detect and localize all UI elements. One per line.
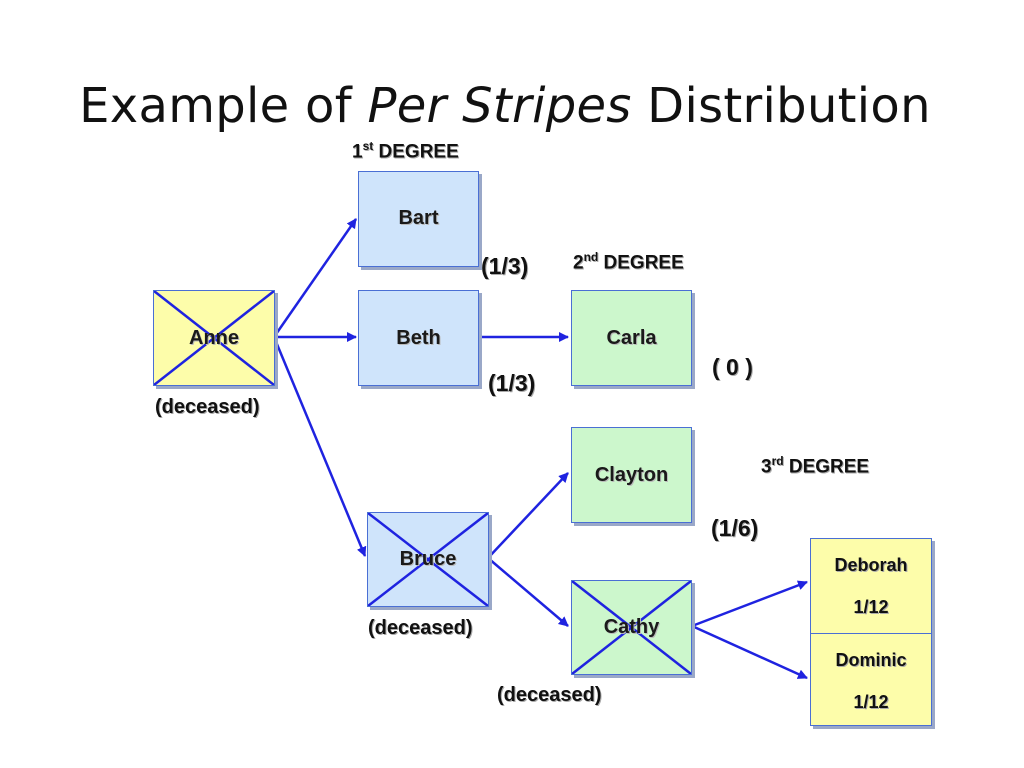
first-degree-number: 1 — [352, 141, 363, 163]
edge-cathy-dominic — [691, 624, 808, 680]
node-anne-name: Anne — [189, 326, 239, 349]
second-degree-number: 2 — [573, 252, 584, 274]
title-prefix: Example of — [79, 78, 368, 134]
node-anne: Anne — [153, 290, 275, 386]
node-dominic-name: Dominic — [835, 650, 907, 670]
node-cathy: Cathy — [571, 580, 692, 675]
beth-share: (1/3) — [488, 370, 536, 396]
first-degree-suffix: st — [362, 139, 374, 153]
title-emphasis: Per Stripes — [367, 78, 632, 134]
bart-share: (1/3) — [481, 253, 529, 279]
deceased-cross-icon — [572, 581, 691, 674]
first-degree-text: DEGREE — [373, 141, 459, 163]
third-degree-text: DEGREE — [783, 456, 870, 478]
node-deborah-name: Deborah — [834, 555, 908, 575]
node-beth-name: Beth — [396, 326, 441, 349]
deceased-cross-icon — [368, 513, 488, 606]
page-title: Example of Per Stripes Distribution — [0, 78, 1010, 134]
node-bart-name: Bart — [398, 206, 439, 229]
anne-status: (deceased) — [155, 396, 260, 418]
node-cathy-name: Cathy — [603, 616, 660, 638]
node-beth: Beth — [358, 290, 479, 386]
edge-bruce-cathy — [487, 557, 569, 627]
node-deborah: Deborah 1/12 — [811, 539, 931, 632]
node-bart: Bart — [358, 171, 479, 267]
second-degree-label: 2nd DEGREE — [573, 250, 684, 274]
node-clayton-name: Clayton — [594, 463, 669, 486]
node-carla-name: Carla — [606, 326, 657, 349]
title-suffix: Distribution — [631, 78, 931, 134]
third-degree-label: 3rd DEGREE — [761, 454, 869, 478]
edge-anne-bruce — [272, 336, 367, 557]
node-bruce: Bruce — [367, 512, 489, 607]
first-degree-label: 1st DEGREE — [352, 139, 459, 163]
third-degree-number: 3 — [761, 456, 772, 478]
edge-cathy-deborah — [691, 580, 808, 628]
edge-anne-bart — [272, 218, 358, 338]
deborah-share: 1/12 — [853, 597, 889, 617]
second-degree-text: DEGREE — [598, 252, 684, 274]
node-clayton: Clayton — [571, 427, 692, 523]
dominic-share: 1/12 — [853, 692, 889, 712]
carla-share: ( 0 ) — [712, 354, 753, 380]
second-degree-suffix: nd — [583, 250, 599, 264]
bruce-status: (deceased) — [368, 617, 473, 639]
node-bruce-name: Bruce — [399, 548, 457, 570]
clayton-share: (1/6) — [711, 515, 759, 541]
node-carla: Carla — [571, 290, 692, 386]
deceased-cross-icon — [154, 291, 274, 385]
edge-bruce-clayton — [487, 472, 569, 559]
node-grandchildren: Deborah 1/12 Dominic 1/12 — [810, 538, 932, 726]
node-dominic: Dominic 1/12 — [811, 633, 931, 727]
cathy-status: (deceased) — [497, 684, 602, 706]
third-degree-suffix: rd — [771, 454, 784, 468]
